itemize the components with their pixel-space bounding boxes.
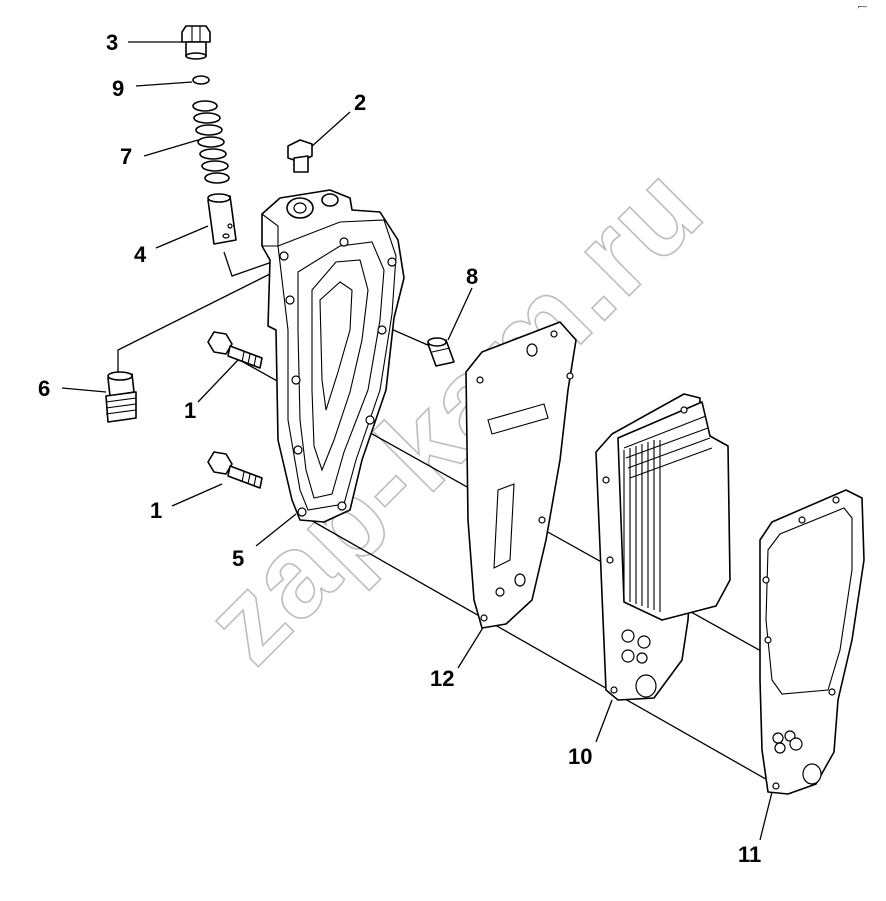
callout-10: 10 bbox=[568, 744, 592, 769]
callout-1-upper: 1 bbox=[184, 398, 196, 423]
callout-2: 2 bbox=[354, 90, 366, 115]
fitting-part-8 bbox=[427, 337, 455, 367]
callout-8: 8 bbox=[466, 264, 478, 289]
oil-cooler-part-10 bbox=[595, 393, 731, 701]
callout-3: 3 bbox=[106, 30, 118, 55]
gasket-part-11 bbox=[759, 489, 865, 795]
callout-12: 12 bbox=[430, 666, 454, 691]
bolt-part-1-lower bbox=[207, 451, 263, 489]
plug-part-3 bbox=[181, 25, 211, 60]
cooler-fins bbox=[623, 440, 661, 612]
callout-5: 5 bbox=[232, 546, 244, 571]
housing-part-5 bbox=[261, 189, 405, 523]
callout-6: 6 bbox=[38, 376, 50, 401]
bolt-part-1-upper bbox=[207, 331, 263, 369]
gasket-part-12 bbox=[465, 321, 577, 629]
callout-9: 9 bbox=[112, 76, 124, 101]
threaded-plug-part-6 bbox=[105, 371, 137, 423]
leader-lines bbox=[61, 41, 839, 841]
bolt-part-2 bbox=[287, 139, 313, 173]
spring-part-7 bbox=[192, 100, 230, 184]
callout-7: 7 bbox=[120, 144, 132, 169]
callout-labels: 3 9 7 2 4 8 6 1 1 5 12 10 11 bbox=[38, 30, 761, 867]
o-ring-part-9 bbox=[192, 75, 210, 85]
callout-1-lower: 1 bbox=[150, 498, 162, 523]
corner-mark: ⌐‒ bbox=[858, 2, 868, 11]
callout-11: 11 bbox=[738, 842, 761, 867]
callout-4: 4 bbox=[134, 242, 147, 267]
valve-part-4 bbox=[207, 193, 237, 245]
